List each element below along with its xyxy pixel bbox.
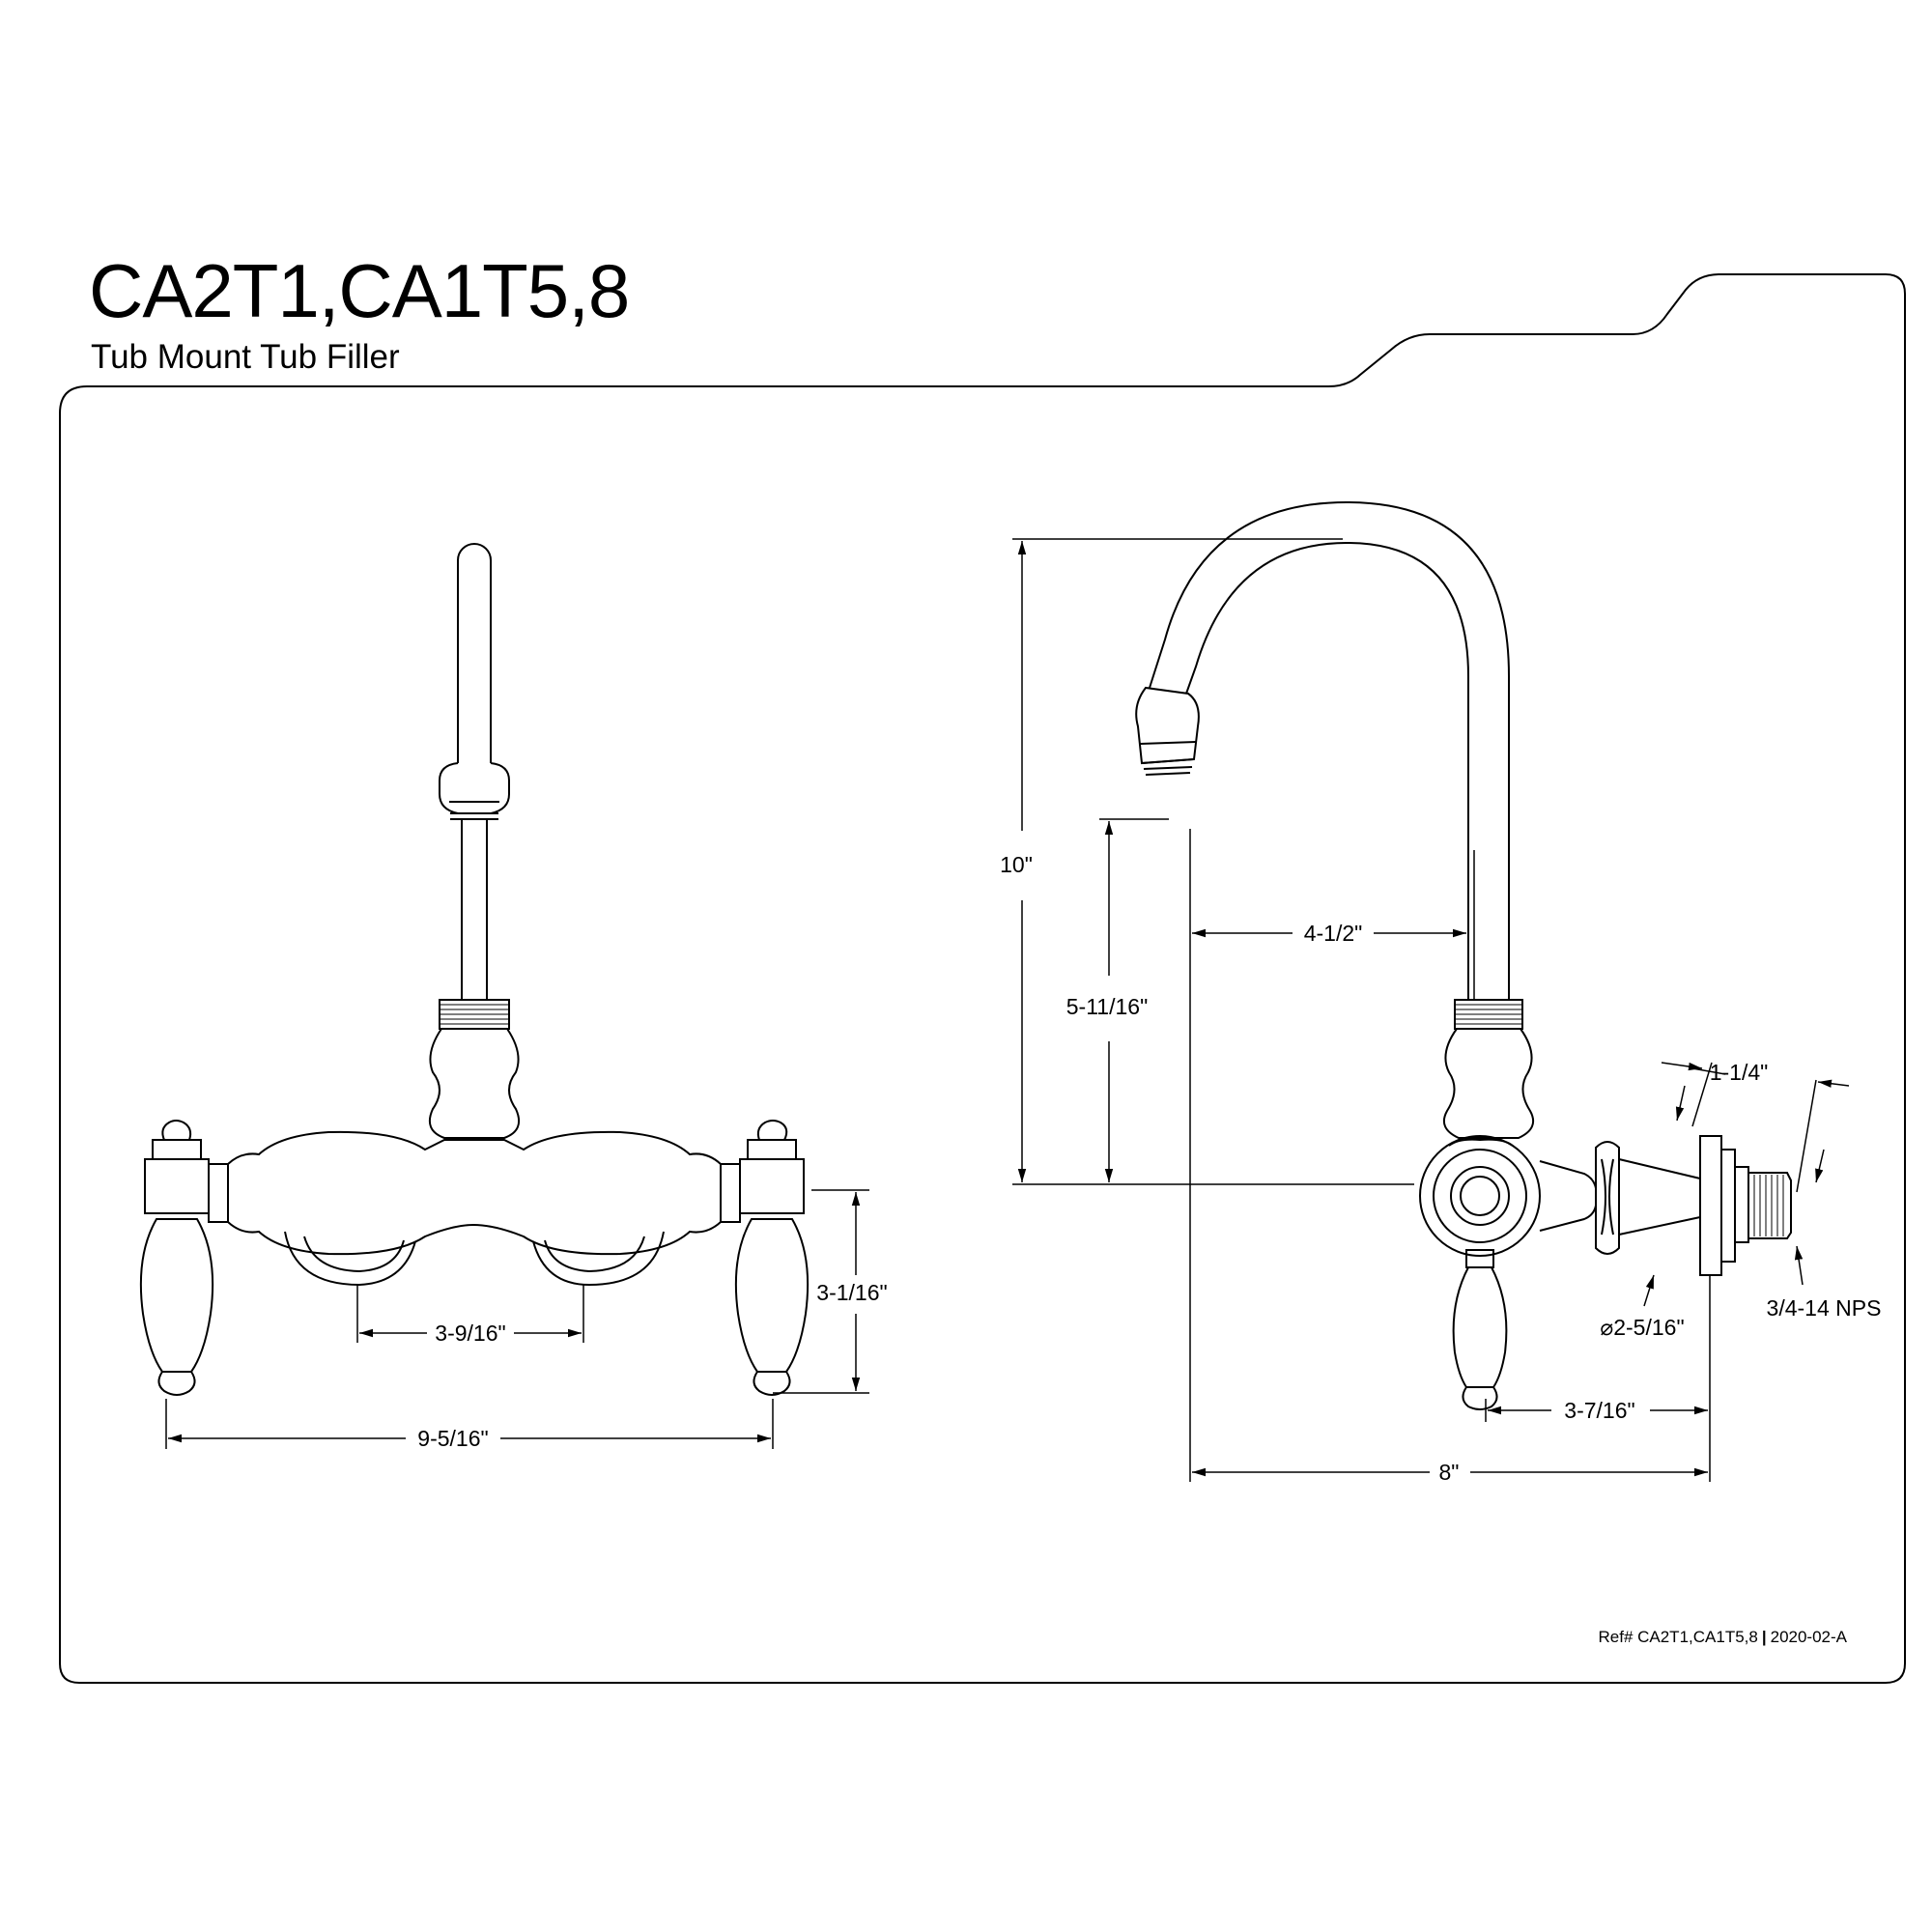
- dim-spout-reach: 4-1/2": [1304, 921, 1363, 946]
- page-title: CA2T1,CA1T5,8: [89, 248, 630, 333]
- ref-number: Ref# CA2T1,CA1T5,8: [1598, 1628, 1758, 1646]
- inlet-arc-right: [532, 1231, 665, 1287]
- footer-reference: Ref# CA2T1,CA1T5,8|2020-02-A: [1598, 1629, 1847, 1645]
- dim-body-to-flange: 3-7/16": [1564, 1398, 1634, 1423]
- folder-frame: [59, 273, 1906, 1684]
- page-subtitle: Tub Mount Tub Filler: [91, 338, 400, 376]
- dim-thread: 3/4-14 NPS: [1767, 1295, 1882, 1321]
- flange: [1699, 1135, 1722, 1276]
- valve-body: [1419, 1135, 1541, 1257]
- body-bulb: [429, 1028, 520, 1139]
- side-body-bulb: [1443, 1028, 1534, 1139]
- side-handle: [1452, 1249, 1508, 1410]
- side-view: [1135, 500, 1792, 1410]
- dim-overall-depth: 8": [1439, 1460, 1460, 1485]
- right-handle: [720, 1120, 810, 1396]
- side-view-dimensions: [1012, 538, 1850, 1482]
- front-view: [139, 543, 810, 1396]
- spout-tip: [1135, 686, 1200, 765]
- dim-flange-diameter: ⌀2-5/16": [1600, 1315, 1684, 1340]
- left-handle: [139, 1120, 229, 1396]
- dim-spout-height: 5-11/16": [1066, 994, 1148, 1019]
- spout-collar: [439, 762, 510, 814]
- ref-separator: |: [1761, 1628, 1767, 1646]
- main-body: [227, 1130, 722, 1256]
- revision-code: 2020-02-A: [1770, 1628, 1847, 1646]
- front-view-dimensions: [165, 1189, 869, 1449]
- dim-inlet-spacing: 3-9/16": [435, 1321, 505, 1346]
- dim-handle-height: 3-1/16": [816, 1280, 887, 1305]
- inlet-arc-left: [284, 1231, 416, 1287]
- decorative-nut: [1595, 1141, 1620, 1255]
- spout-tube: [457, 543, 492, 763]
- thread: [1747, 1172, 1792, 1239]
- dim-overall-height: 10": [1000, 852, 1033, 877]
- dim-overall-width: 9-5/16": [417, 1426, 488, 1451]
- dim-shank-length: 1-1/4": [1710, 1060, 1769, 1085]
- gooseneck-spout: [1185, 541, 1469, 1000]
